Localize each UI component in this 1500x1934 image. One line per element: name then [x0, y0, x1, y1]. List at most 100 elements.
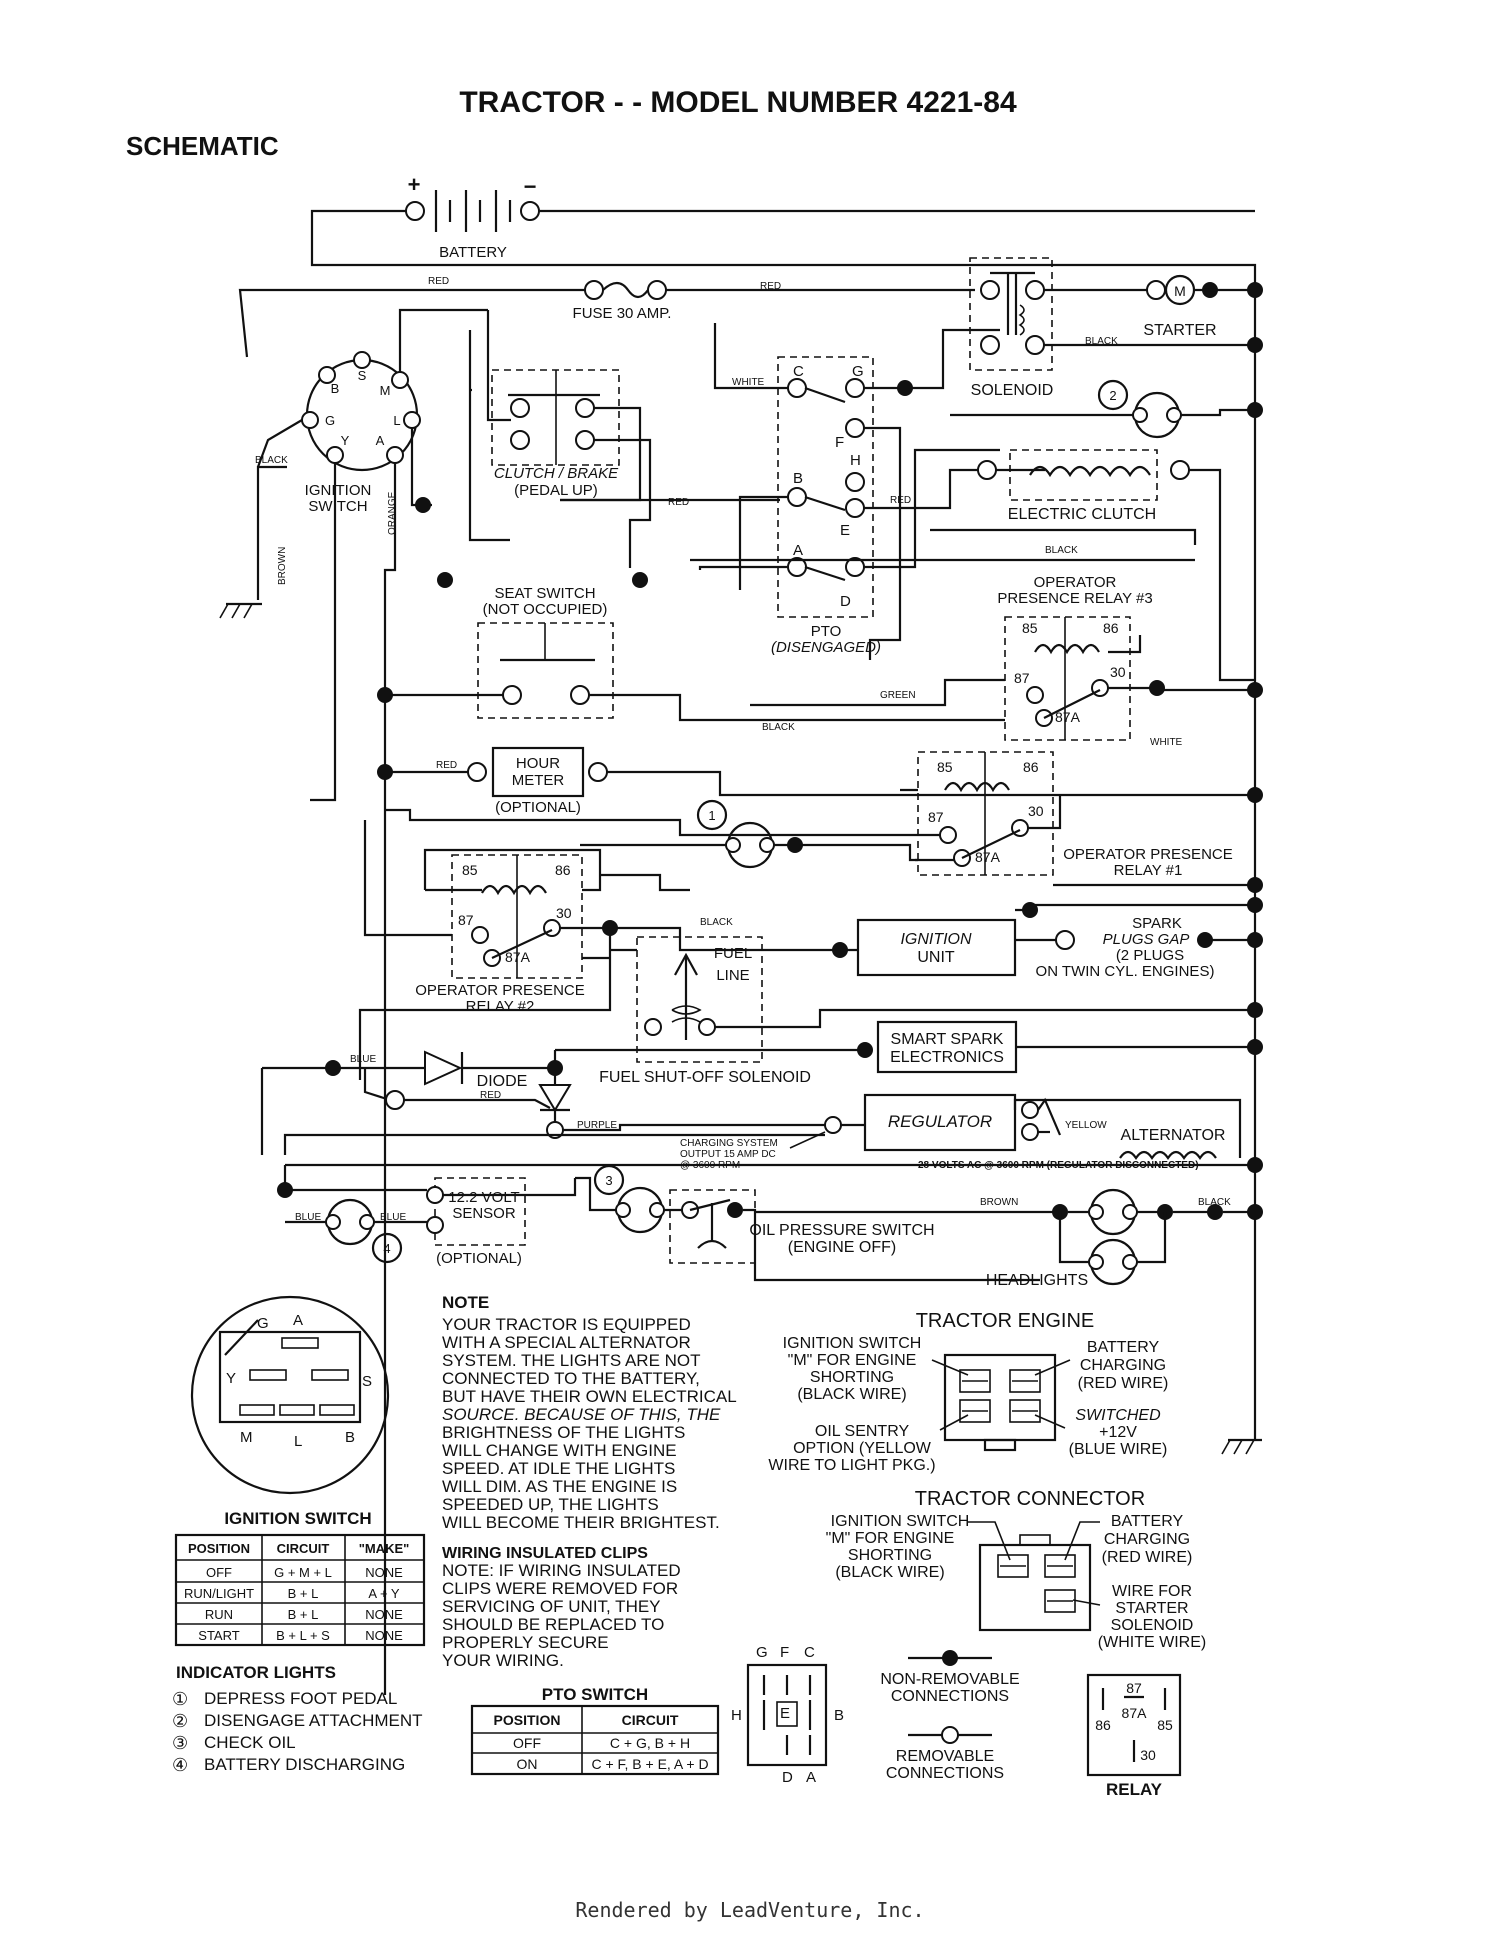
svg-text:ON: ON — [517, 1756, 538, 1772]
svg-text:SERVICING OF UNIT, THEY: SERVICING OF UNIT, THEY — [442, 1597, 661, 1616]
svg-text:BUT HAVE THEIR OWN ELECTRICAL: BUT HAVE THEIR OWN ELECTRICAL — [442, 1387, 737, 1406]
svg-text:86: 86 — [555, 862, 571, 878]
ign-letter-b: B — [331, 381, 340, 396]
svg-text:YOUR TRACTOR IS EQUIPPED: YOUR TRACTOR IS EQUIPPED — [442, 1315, 691, 1334]
svg-text:WILL CHANGE WITH ENGINE: WILL CHANGE WITH ENGINE — [442, 1441, 677, 1460]
svg-text:③: ③ — [172, 1733, 188, 1753]
oil-pressure-label-1: OIL PRESSURE SWITCH — [749, 1222, 934, 1239]
svg-text:(BLACK WIRE): (BLACK WIRE) — [835, 1564, 944, 1581]
svg-text:87: 87 — [1014, 670, 1030, 686]
svg-text:WIRE TO LIGHT PKG.): WIRE TO LIGHT PKG.) — [768, 1457, 935, 1474]
svg-text:CHARGING: CHARGING — [1080, 1357, 1166, 1374]
ignition-switch-label-1: IGNITION — [305, 482, 372, 499]
ign-letter-g: G — [325, 413, 335, 428]
svg-text:SWITCHED: SWITCHED — [1075, 1407, 1161, 1424]
opr2-label-2: RELAY #2 — [466, 998, 535, 1015]
svg-text:4: 4 — [383, 1241, 390, 1256]
relay-label: RELAY — [1106, 1780, 1163, 1799]
svg-text:BATTERY DISCHARGING: BATTERY DISCHARGING — [204, 1755, 405, 1774]
starter-motor: M STARTER — [1143, 274, 1255, 339]
charging-label-1: CHARGING SYSTEM — [680, 1138, 778, 1149]
indicator-light-2: 2 — [1097, 379, 1182, 439]
pedal-up-label: (PEDAL UP) — [514, 482, 598, 499]
opr1-label-2: RELAY #1 — [1114, 862, 1183, 879]
wire-label-white-opr3: WHITE — [1150, 737, 1183, 748]
seat-switch: SEAT SWITCH (NOT OCCUPIED) — [477, 585, 614, 719]
svg-text:(WHITE WIRE): (WHITE WIRE) — [1098, 1634, 1206, 1651]
svg-text:"MAKE": "MAKE" — [359, 1541, 410, 1556]
headlights-label: HEADLIGHTS — [986, 1272, 1088, 1289]
fuel-line-label-2: LINE — [716, 967, 749, 984]
svg-text:NOTE: IF WIRING INSULATED: NOTE: IF WIRING INSULATED — [442, 1561, 681, 1580]
svg-text:(BLUE WIRE): (BLUE WIRE) — [1069, 1441, 1168, 1458]
svg-text:L: L — [294, 1433, 302, 1450]
opr3-label-2: PRESENCE RELAY #3 — [997, 590, 1152, 607]
svg-text:IGNITION SWITCH: IGNITION SWITCH — [783, 1335, 922, 1352]
hour-meter-label-2: METER — [512, 772, 565, 789]
seat-switch-label-2: (NOT OCCUPIED) — [483, 601, 608, 618]
clips-heading: WIRING INSULATED CLIPS — [442, 1545, 648, 1562]
svg-text:NON-REMOVABLE: NON-REMOVABLE — [880, 1671, 1019, 1688]
svg-text:B + L + S: B + L + S — [276, 1628, 330, 1643]
svg-text:(BLACK WIRE): (BLACK WIRE) — [797, 1386, 906, 1403]
fuel-shutoff-label: FUEL SHUT-OFF SOLENOID — [599, 1069, 811, 1086]
indicator-light-4: 4 — [325, 1198, 403, 1264]
svg-text:C + G, B + H: C + G, B + H — [610, 1735, 690, 1751]
operator-presence-relay-3: OPERATOR PRESENCE RELAY #3 85 86 87 30 8… — [997, 574, 1153, 741]
regulator-label: REGULATOR — [888, 1112, 992, 1131]
svg-text:DISENGAGE ATTACHMENT: DISENGAGE ATTACHMENT — [204, 1711, 423, 1730]
svg-text:87: 87 — [1126, 1680, 1142, 1696]
wire-label-brown-ign: BROWN — [277, 547, 288, 585]
tractor-connector: TRACTOR CONNECTOR IGNITION SWITCH "M" FO… — [826, 1488, 1207, 1651]
svg-text:"M" FOR ENGINE: "M" FOR ENGINE — [826, 1530, 955, 1547]
ignition-switch-table: IGNITION SWITCH POSITION CIRCUIT "MAKE" … — [174, 1509, 426, 1647]
svg-text:87A: 87A — [975, 849, 1001, 865]
svg-text:A: A — [793, 542, 803, 559]
svg-text:G: G — [756, 1644, 768, 1661]
starter-label: STARTER — [1143, 322, 1216, 339]
svg-text:②: ② — [172, 1711, 188, 1731]
wire-label-black-opr3: BLACK — [762, 722, 795, 733]
svg-text:SPEEDED UP, THE LIGHTS: SPEEDED UP, THE LIGHTS — [442, 1495, 659, 1514]
wire-label-blue-diode: BLUE — [350, 1054, 376, 1065]
wire-label-red-center: RED — [668, 497, 689, 508]
wire-label-red-2: RED — [760, 281, 781, 292]
wire-label-blue-sensor-1: BLUE — [295, 1212, 321, 1223]
svg-text:F: F — [835, 434, 844, 451]
svg-text:CIRCUIT: CIRCUIT — [277, 1541, 330, 1556]
svg-text:87: 87 — [928, 809, 944, 825]
svg-text:OIL SENTRY: OIL SENTRY — [815, 1423, 910, 1440]
svg-text:H: H — [850, 452, 861, 469]
regulator: REGULATOR — [863, 1093, 1039, 1152]
opr1-label-1: OPERATOR PRESENCE — [1063, 846, 1232, 863]
svg-text:CHECK OIL: CHECK OIL — [204, 1733, 296, 1752]
svg-text:B: B — [834, 1707, 844, 1724]
svg-text:D: D — [782, 1769, 793, 1786]
svg-text:30: 30 — [1028, 803, 1044, 819]
ign-letter-y: Y — [341, 433, 350, 448]
opr3-label-1: OPERATOR — [1034, 574, 1117, 591]
svg-text:PROPERLY SECURE: PROPERLY SECURE — [442, 1633, 609, 1652]
sensor-label-2: SENSOR — [452, 1205, 516, 1222]
fuel-line-label-1: FUEL — [714, 945, 752, 962]
svg-text:C: C — [804, 1644, 815, 1661]
svg-text:G: G — [852, 363, 864, 380]
svg-text:B + L: B + L — [288, 1586, 319, 1601]
svg-text:OPTION (YELLOW: OPTION (YELLOW — [793, 1440, 932, 1457]
svg-text:B: B — [345, 1429, 355, 1446]
relay-pin-diagram: 87 87A 86 85 30 RELAY — [1086, 1673, 1182, 1799]
svg-text:BRIGHTNESS OF THE LIGHTS: BRIGHTNESS OF THE LIGHTS — [442, 1423, 685, 1442]
oil-pressure-label-2: (ENGINE OFF) — [788, 1239, 896, 1256]
svg-text:IGNITION SWITCH: IGNITION SWITCH — [831, 1513, 970, 1530]
svg-text:STARTER: STARTER — [1115, 1600, 1188, 1617]
battery-plus-sign: + — [408, 172, 421, 197]
smart-spark-electronics: SMART SPARK ELECTRONICS — [876, 1020, 1018, 1074]
ignition-unit-label-2: UNIT — [917, 949, 955, 966]
battery-minus-sign: − — [524, 174, 537, 199]
svg-text:86: 86 — [1095, 1717, 1111, 1733]
svg-text:YOUR WIRING.: YOUR WIRING. — [442, 1651, 564, 1670]
hour-meter-optional: (OPTIONAL) — [495, 799, 581, 816]
alternator-label: ALTERNATOR — [1121, 1127, 1226, 1144]
svg-text:OFF: OFF — [513, 1735, 541, 1751]
svg-text:F: F — [780, 1644, 789, 1661]
